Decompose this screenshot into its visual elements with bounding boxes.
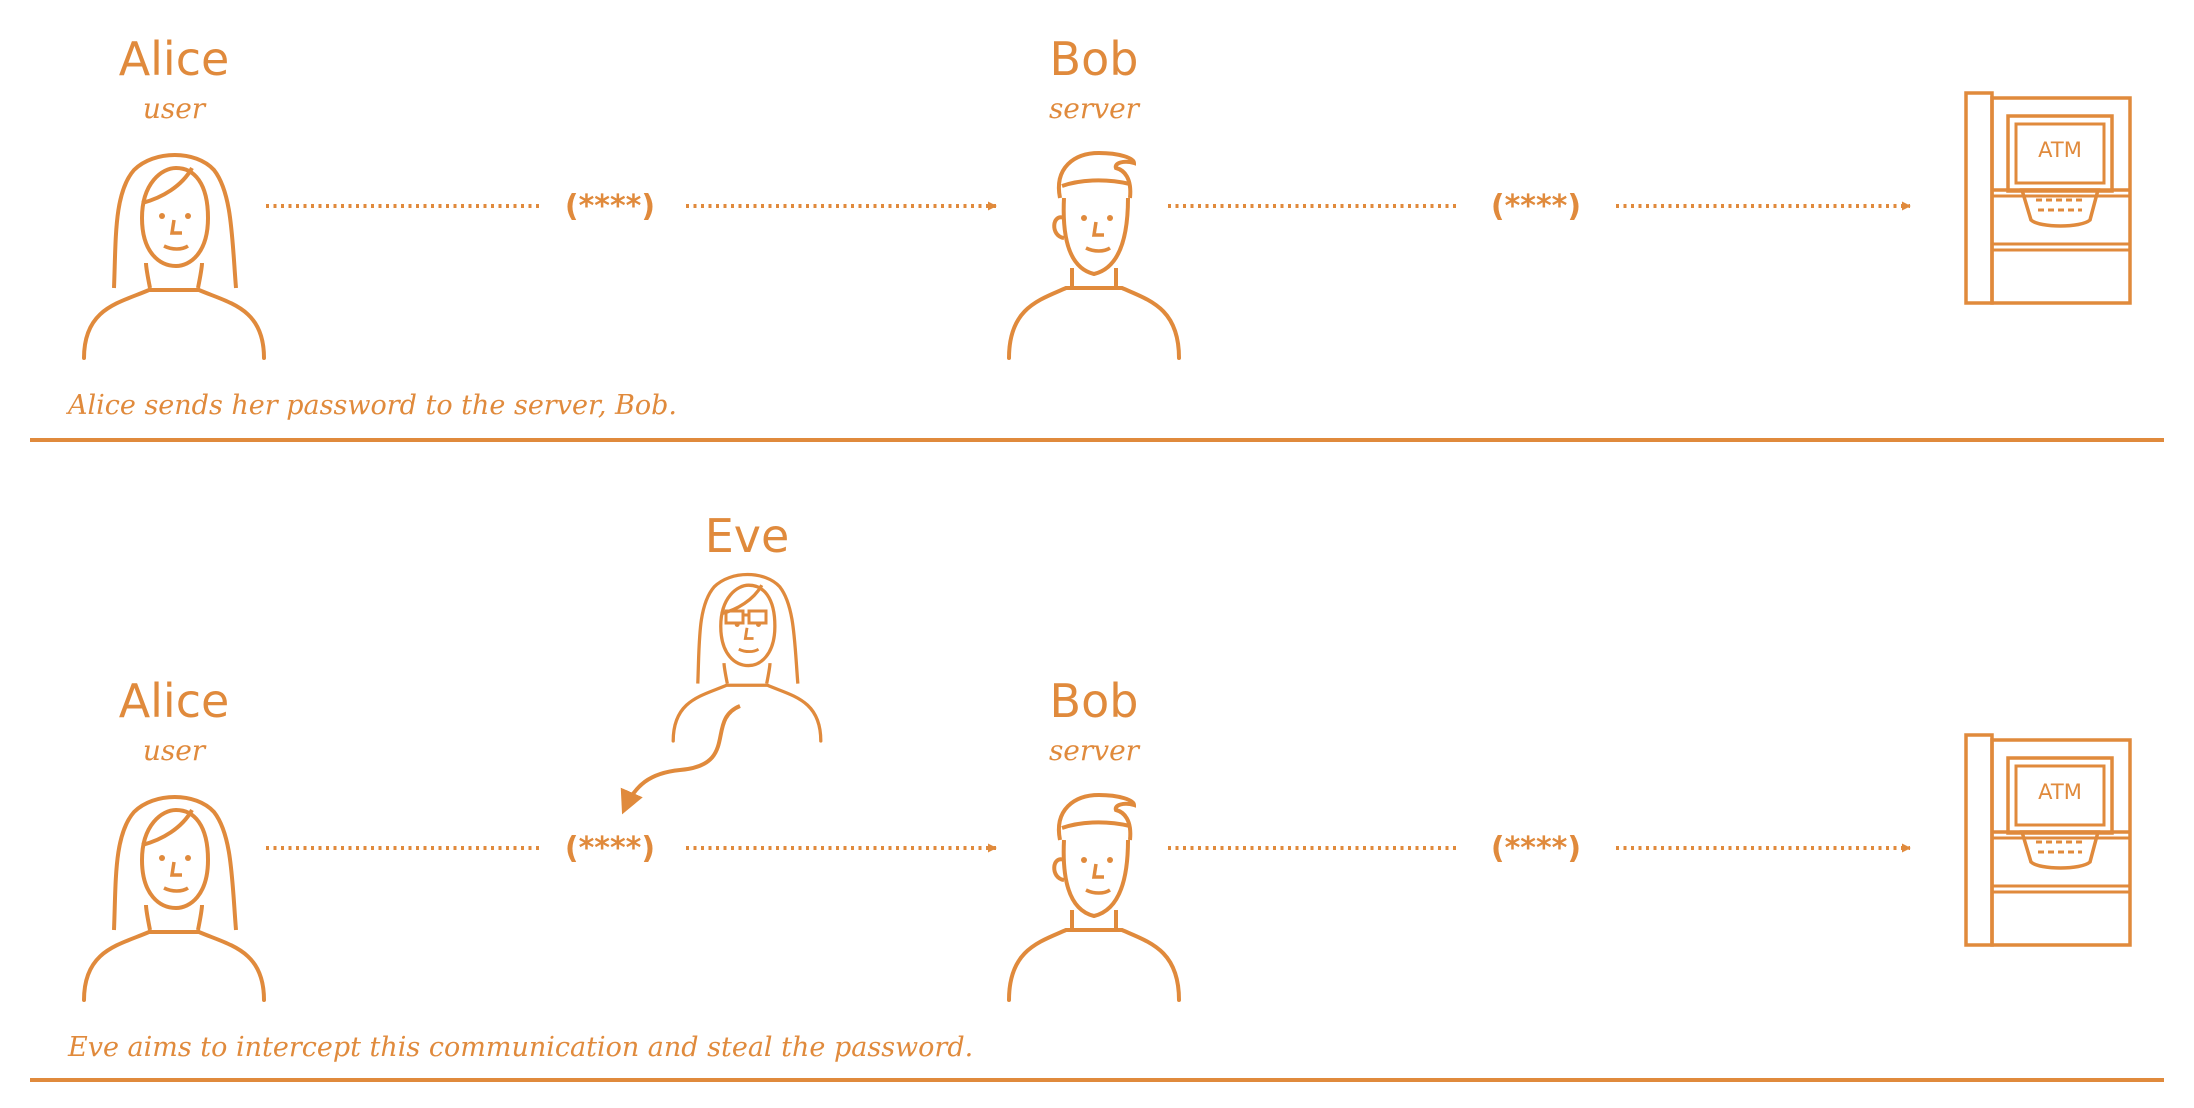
password-message: (****) (565, 189, 655, 224)
panel-2: Eve Alice user (****) Bob server (****) … (30, 509, 2164, 1082)
panel-1: Alice user (****) Bob server (****) ATM … (30, 32, 2164, 442)
caption: Alice sends her password to the server, … (65, 390, 677, 421)
man-icon (1007, 793, 1181, 1002)
intercept-arrow (620, 704, 741, 815)
atm-icon (1964, 91, 2132, 305)
actor-name-alice: Alice (119, 32, 230, 86)
eavesdropper-icon (671, 572, 823, 743)
actor-role-user: user (143, 92, 207, 125)
actor-name-bob: Bob (1050, 674, 1139, 728)
caption: Eve aims to intercept this communication… (67, 1032, 973, 1063)
actor-role-user: user (143, 734, 207, 767)
actor-name-alice: Alice (119, 674, 230, 728)
password-message: (****) (1491, 831, 1581, 866)
actor-role-server: server (1049, 92, 1141, 125)
password-message: (****) (565, 831, 655, 866)
actor-role-server: server (1049, 734, 1141, 767)
actor-name-eve: Eve (705, 509, 790, 563)
actor-name-bob: Bob (1050, 32, 1139, 86)
man-icon (1007, 151, 1181, 360)
atm-label: ATM (2038, 138, 2082, 162)
atm-icon (1964, 733, 2132, 947)
password-message: (****) (1491, 189, 1581, 224)
atm-label: ATM (2038, 780, 2082, 804)
woman-icon (82, 795, 266, 1002)
woman-icon (82, 153, 266, 360)
